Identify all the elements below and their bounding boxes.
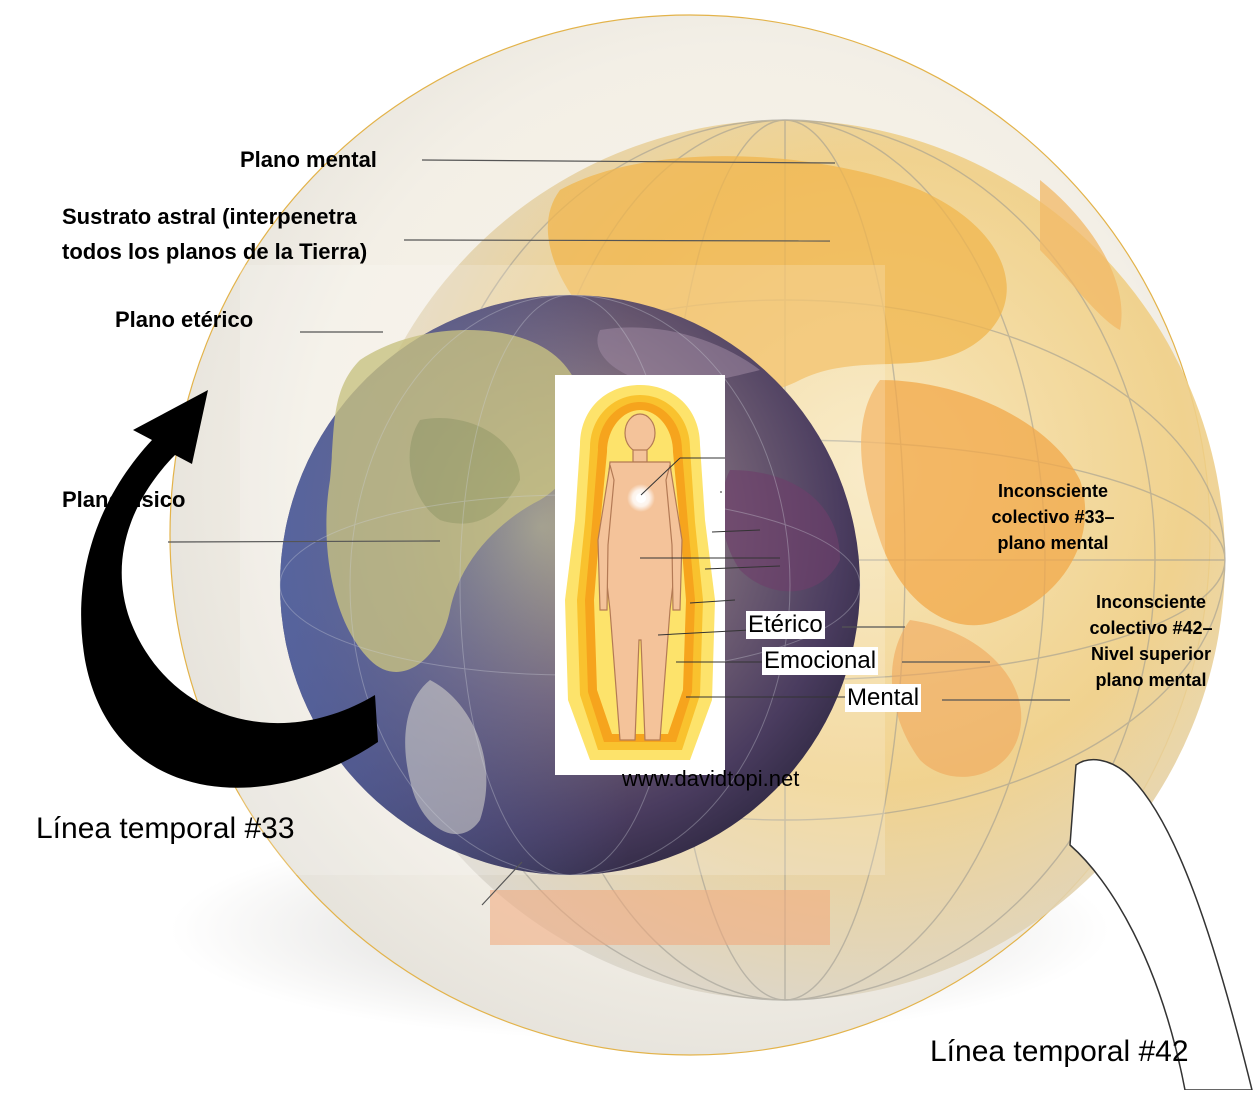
label-plano-mental: Plano mental (240, 143, 377, 176)
label-aura-mental: Mental (845, 684, 921, 712)
label-inconsciente-42-line2: colectivo #42– (1066, 615, 1236, 641)
label-timeline-33: Línea temporal #33 (36, 812, 295, 846)
label-plano-eterico: Plano etérico (115, 303, 253, 336)
label-inconsciente-42: Inconsciente colectivo #42– Nivel superi… (1066, 589, 1236, 693)
bottom-orange-band (490, 890, 830, 945)
label-aura-eterico: Etérico (746, 611, 825, 639)
label-aura-emocional: Emocional (762, 647, 878, 675)
label-inconsciente-42-line1: Inconsciente (1066, 589, 1236, 615)
label-inconsciente-42-line3: Nivel superior (1066, 641, 1236, 667)
label-inconsciente-33-line2: colectivo #33– (968, 504, 1138, 530)
label-inconsciente-33-line3: plano mental (968, 530, 1138, 556)
watermark-url: www.davidtopi.net (622, 766, 799, 792)
label-inconsciente-33: Inconsciente colectivo #33– plano mental (968, 478, 1138, 556)
label-sustrato-astral-line2: todos los planos de la Tierra) (62, 235, 367, 268)
label-sustrato-astral-line1: Sustrato astral (interpenetra (62, 200, 357, 233)
label-timeline-42: Línea temporal #42 (930, 1035, 1189, 1069)
label-plano-fisico: Plano físico (62, 483, 185, 516)
label-inconsciente-42-line4: plano mental (1066, 667, 1236, 693)
label-inconsciente-33-line1: Inconsciente (968, 478, 1138, 504)
